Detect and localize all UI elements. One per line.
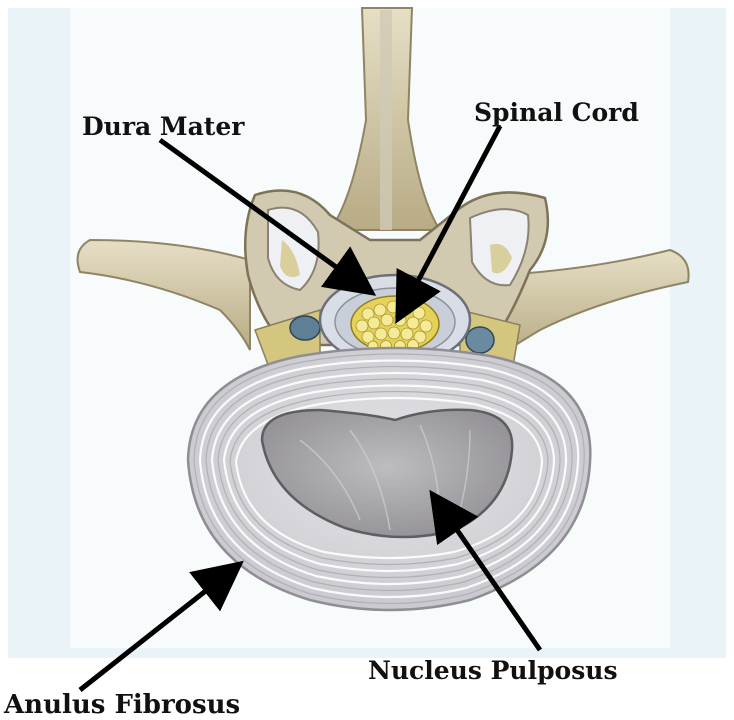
dura-mater-label: Dura Mater xyxy=(82,114,244,139)
spinal-cord-label: Spinal Cord xyxy=(474,100,639,125)
anulus-fibrosus-label: Anulus Fibrosus xyxy=(4,692,240,718)
spinal-cord-shape xyxy=(351,296,439,352)
nucleus-pulposus-label: Nucleus Pulposus xyxy=(368,658,618,683)
